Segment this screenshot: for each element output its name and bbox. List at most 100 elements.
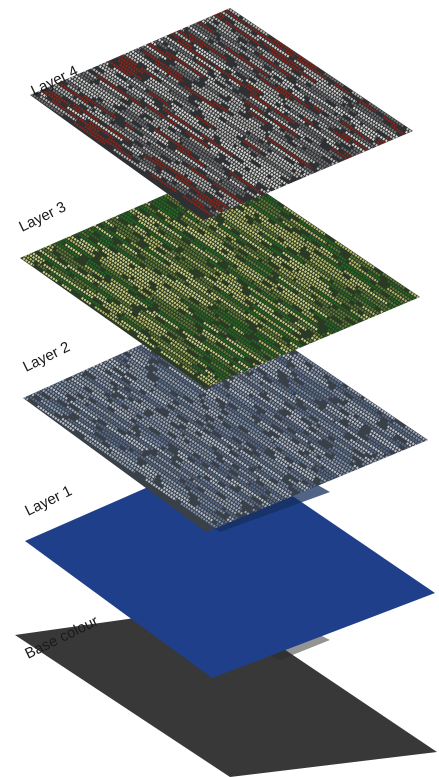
texture-stripe <box>320 129 342 145</box>
texture-stripe <box>94 378 116 394</box>
texture-stripe <box>181 138 224 169</box>
texture-stripe <box>199 276 214 288</box>
texture-stripe <box>143 238 157 249</box>
texture-stripe <box>196 60 210 71</box>
texture-stripe <box>162 11 182 27</box>
texture-stripe <box>150 143 176 163</box>
texture-stripe <box>170 287 220 323</box>
texture-stripe <box>83 397 137 435</box>
texture-stripe <box>353 464 374 480</box>
texture-stripe <box>107 336 151 367</box>
texture-stripe <box>203 275 231 295</box>
texture-stripe <box>186 225 223 251</box>
texture-stripe <box>188 165 208 180</box>
texture-stripe <box>223 407 274 443</box>
texture-stripe <box>195 185 206 193</box>
texture-stripe <box>288 381 316 401</box>
texture-stripe <box>295 432 309 443</box>
texture-stripe <box>139 432 162 448</box>
texture-stripe <box>75 49 86 58</box>
texture-stripe <box>103 71 143 100</box>
texture-stripe <box>260 467 290 488</box>
texture-stripe <box>175 279 214 307</box>
texture-stripe <box>199 457 228 478</box>
texture-stripe <box>328 115 351 133</box>
texture-stripe <box>72 102 100 122</box>
texture-stripe <box>202 86 240 113</box>
texture-stripe <box>149 215 183 239</box>
texture-stripe <box>215 333 251 359</box>
texture-stripe <box>178 404 208 425</box>
texture-stripe <box>268 246 283 257</box>
texture-stripe <box>295 394 335 422</box>
texture-stripe <box>224 404 264 432</box>
texture-stripe <box>294 321 307 331</box>
texture-stripe <box>316 81 349 105</box>
texture-stripe <box>99 80 129 101</box>
texture-stripe <box>293 99 336 129</box>
texture-stripe <box>164 218 184 233</box>
texture-stripe <box>39 95 77 122</box>
texture-stripe <box>144 258 169 276</box>
texture-stripe <box>67 84 81 95</box>
texture-stripe <box>214 385 228 396</box>
texture-stripe <box>146 309 156 318</box>
texture-stripe <box>125 108 148 125</box>
texture-stripe <box>143 157 157 168</box>
texture-stripe <box>355 324 391 350</box>
texture-stripe <box>253 309 300 342</box>
texture-stripe <box>361 462 405 493</box>
texture-stripe <box>149 453 198 489</box>
texture-stripe <box>84 264 105 280</box>
texture-stripe <box>205 395 220 406</box>
texture-stripe <box>185 278 218 302</box>
texture-stripe <box>104 270 138 294</box>
texture-stripe <box>258 216 304 248</box>
texture-stripe <box>117 59 138 74</box>
texture-stripe <box>354 293 376 308</box>
texture-stripe <box>30 83 65 117</box>
texture-stripe <box>229 395 273 426</box>
texture-stripe <box>49 398 73 415</box>
texture-stripe <box>348 261 379 283</box>
texture-stripe <box>335 295 359 312</box>
texture-stripe <box>167 44 177 52</box>
texture-stripe <box>79 89 93 100</box>
texture-stripe <box>285 101 314 122</box>
texture-stripe <box>134 267 181 300</box>
texture-stripe <box>228 273 238 281</box>
texture-stripe <box>194 99 220 118</box>
texture-stripe <box>219 39 241 55</box>
texture-stripe <box>277 85 310 109</box>
texture-stripe <box>141 417 194 455</box>
texture-stripe <box>204 249 224 263</box>
texture-stripe <box>123 314 146 331</box>
texture-stripe <box>182 365 195 375</box>
texture-stripe <box>221 180 245 198</box>
texture-stripe <box>22 257 35 267</box>
texture-stripe <box>209 479 242 503</box>
texture-stripe <box>164 322 177 332</box>
texture-stripe <box>298 181 345 213</box>
texture-stripe <box>241 442 253 452</box>
texture-stripe <box>69 269 114 301</box>
texture-stripe <box>191 86 212 102</box>
texture-stripe <box>149 231 177 251</box>
texture-stripe <box>199 476 243 507</box>
texture-stripe <box>287 114 324 140</box>
texture-stripe <box>344 404 394 439</box>
texture-stripe <box>182 143 226 174</box>
texture-stripe <box>352 106 402 141</box>
texture-stripe <box>176 39 210 64</box>
texture-stripe <box>227 284 256 305</box>
texture-stripe <box>160 36 194 60</box>
texture-stripe <box>282 251 321 279</box>
texture-stripe <box>216 280 246 302</box>
texture-stripe <box>170 102 200 123</box>
texture-stripe <box>87 338 104 351</box>
texture-stripe <box>388 304 411 321</box>
texture-stripe <box>142 50 184 79</box>
texture-stripe <box>194 346 229 371</box>
texture-stripe <box>199 8 226 19</box>
texture-stripe <box>295 82 345 117</box>
